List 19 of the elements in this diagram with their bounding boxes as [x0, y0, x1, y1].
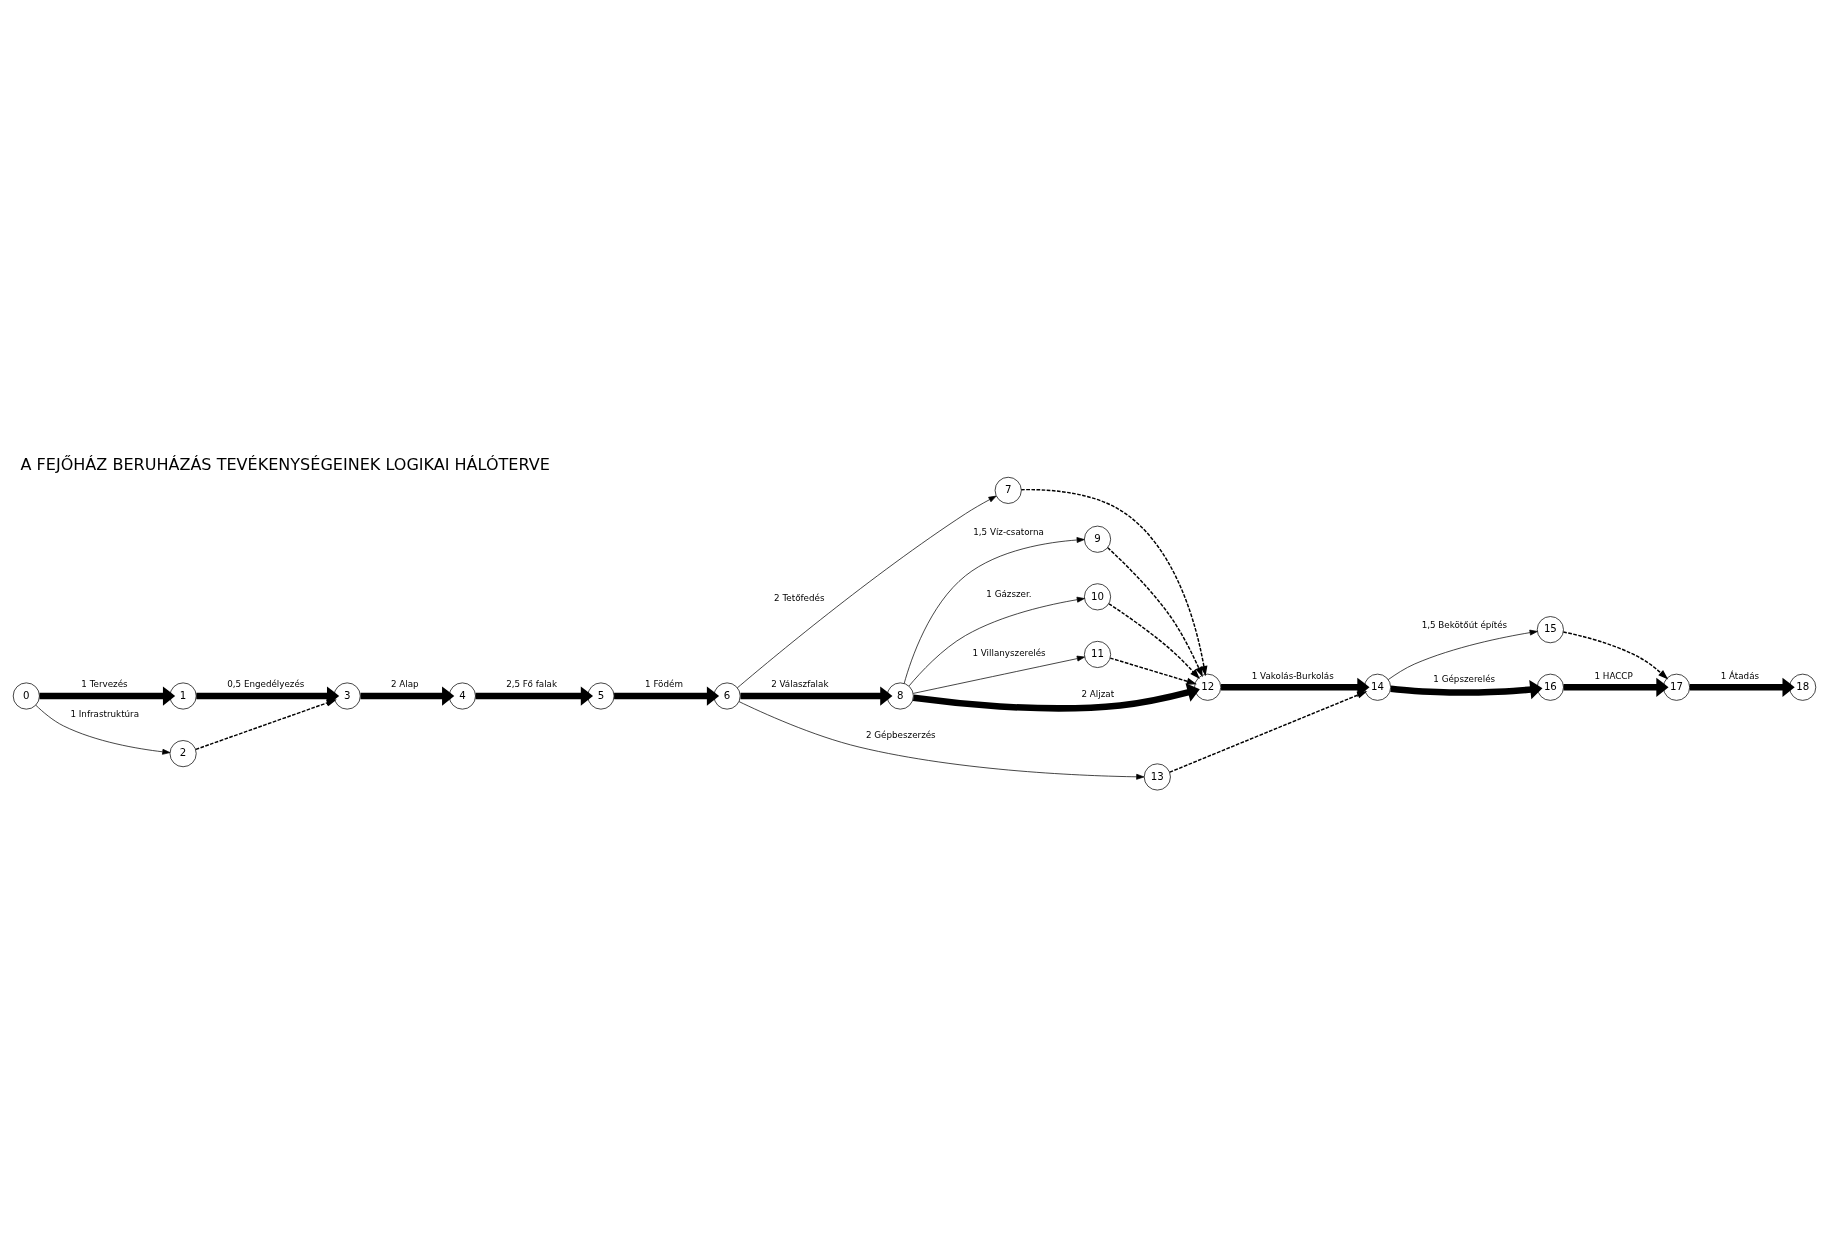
diagram-title: A FEJŐHÁZ BERUHÁZÁS TEVÉKENYSÉGEINEK LOGIKAI HÁLÓTERVE — [20, 454, 550, 474]
edge-label: 2 Aljzat — [1080, 688, 1114, 699]
edge-label: 1 Átadás — [1720, 670, 1759, 681]
edge-label: 2 Alap — [390, 679, 419, 690]
edge-label: 1 Vakolás-Burkolás — [1251, 670, 1334, 681]
edge-label: 2 Gépbeszerzés — [865, 730, 936, 741]
edge-label: 0,5 Engedélyezés — [226, 679, 304, 690]
edge-label: 1 Gépszerelés — [1432, 674, 1495, 685]
edge-label: 2 Válaszfalak — [770, 679, 828, 690]
edge-label: 1 Födém — [644, 679, 683, 690]
edge-label: 1,5 Bekötőút építés — [1421, 619, 1507, 630]
edge-label: 1 Villanyszerelés — [971, 647, 1046, 658]
edge-label: 1,5 Víz-csatorna — [972, 526, 1044, 537]
edge-label: 2,5 Fő falak — [505, 679, 557, 690]
edge-label: 1 Infrastruktúra — [69, 709, 139, 720]
edge-label: 1 Tervezés — [80, 679, 128, 690]
edge-label: 1 HACCP — [1593, 670, 1633, 681]
edge-label: 1 Gázszer. — [985, 588, 1032, 599]
edge-label: 2 Tetőfedés — [773, 593, 824, 604]
